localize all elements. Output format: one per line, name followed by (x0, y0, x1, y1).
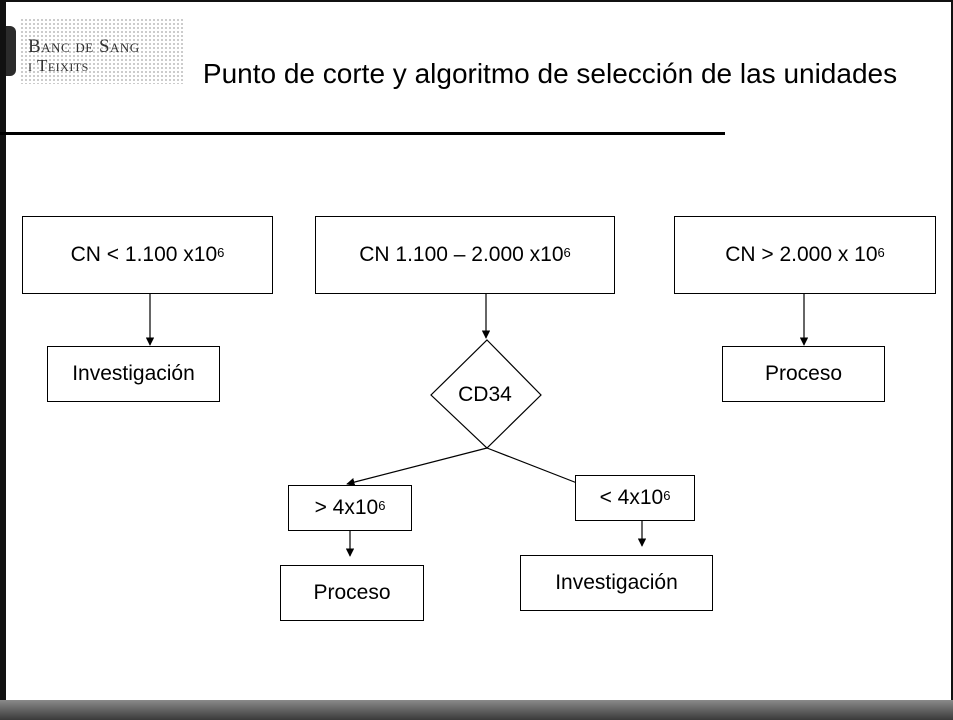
banc-de-sang-logo: Banc de Sang i Teixits (0, 18, 185, 84)
node-cn-mid-text: CN 1.100 – 2.000 x10 (359, 243, 564, 266)
node-cn-low-text: CN < 1.100 x10 (70, 243, 218, 266)
node-investigacion-left: Investigación (47, 346, 220, 402)
slide-title: Punto de corte y algoritmo de selección … (202, 58, 898, 89)
node-gt4-text: > 4x10 (314, 496, 379, 519)
frame-right-border (951, 0, 953, 720)
node-cn-mid-exponent: 6 (563, 244, 571, 260)
footer-band (0, 700, 953, 720)
line-cd34-to-lt4 (486, 447, 578, 484)
frame-top-border (0, 0, 953, 2)
node-proceso-right: Proceso (722, 346, 885, 402)
title-underline (0, 132, 725, 135)
node-lt4-text: < 4x10 (599, 486, 664, 509)
cd34-label: CD34 (458, 383, 512, 406)
node-cn-low-exponent: 6 (217, 244, 225, 260)
node-proceso-bottom-text: Proceso (313, 581, 391, 604)
logo-dot-pattern (20, 18, 185, 84)
arrow-cd34-to-gt4 (346, 447, 488, 487)
node-investigacion-left-text: Investigación (72, 362, 195, 385)
node-proceso-right-text: Proceso (764, 362, 843, 385)
node-cn-high-text: CN > 2.000 x 10 (725, 243, 878, 266)
logo-text-line1: Banc de Sang (28, 36, 140, 57)
node-investigacion-bottom-text: Investigación (555, 571, 678, 594)
logo-mark-icon (6, 26, 16, 76)
node-investigacion-bottom: Investigación (520, 555, 713, 611)
node-gt4-exponent: 6 (378, 497, 386, 513)
node-cn-high-exponent: 6 (877, 244, 885, 260)
frame-left-border (0, 0, 6, 720)
logo-text-line2: i Teixits (28, 56, 89, 75)
node-proceso-bottom: Proceso (280, 565, 424, 621)
node-lt4-exponent: 6 (663, 487, 671, 503)
